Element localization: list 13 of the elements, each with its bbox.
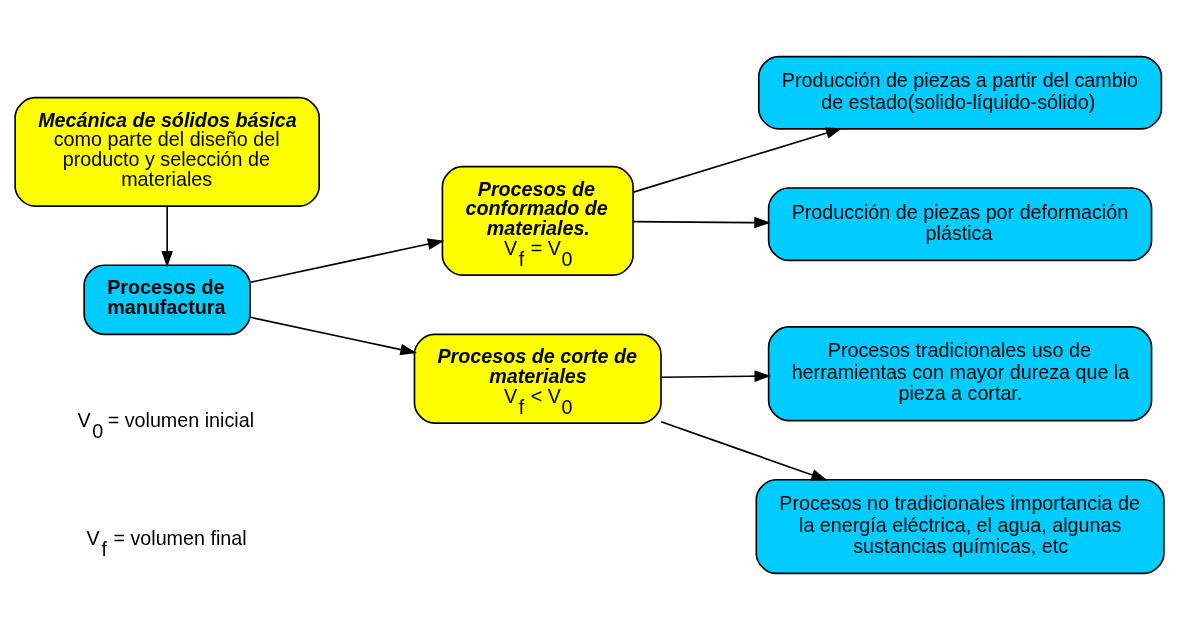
node-box: Procesos no tradicionales importancia de la energía eléctrica, el agua, algunas sustancias químicas, etc: [755, 478, 1165, 574]
arrow: [161, 205, 173, 267]
arrow: [632, 216, 771, 228]
arrow: [249, 237, 445, 283]
node-box: Mecánica de sólidos básica como parte del diseño del producto y selección de materiales: [14, 96, 320, 207]
arrow: [249, 316, 417, 355]
node-box: Procesos de manufactura: [83, 263, 251, 335]
arrow: [660, 420, 828, 480]
node-box: Procesos tradicionales uso de herramientas con mayor dureza que la pieza a cortar.: [767, 325, 1153, 421]
node-box: Producción de piezas por deformación plástica: [767, 186, 1153, 261]
arrow: [660, 369, 771, 382]
arrow: [632, 127, 843, 193]
node-box: Producción de piezas a partir del cambio de estado(solido-líquido-sólido): [757, 55, 1163, 130]
